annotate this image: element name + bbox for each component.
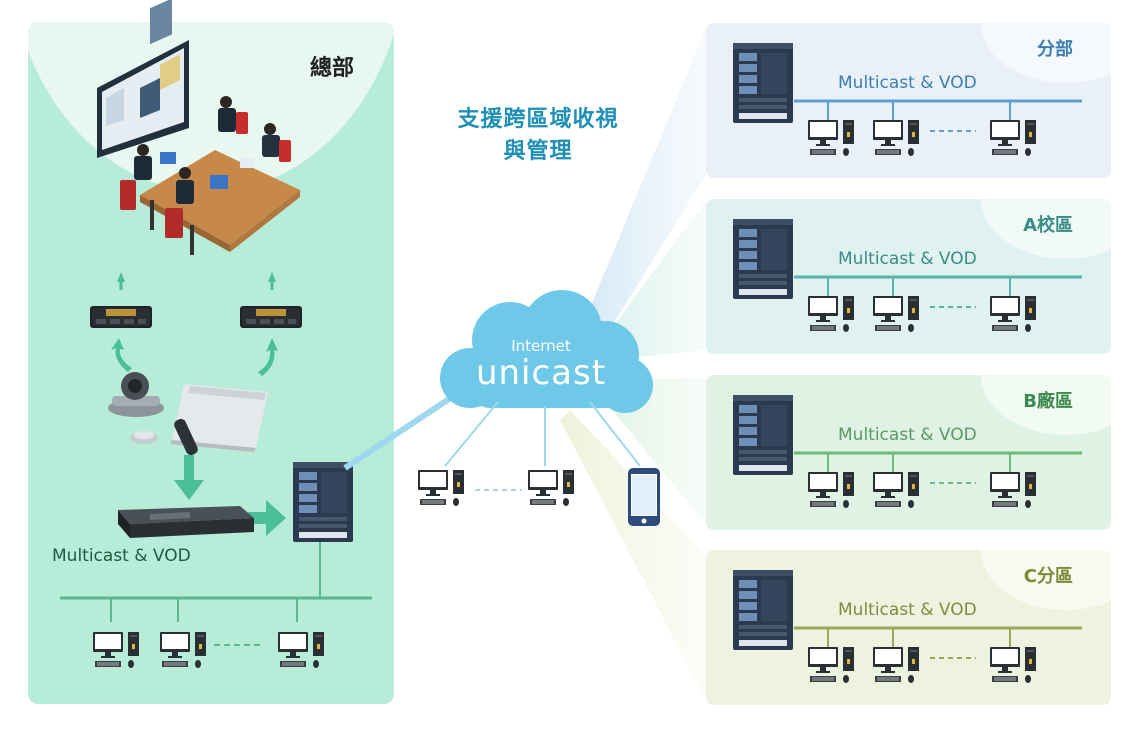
remote-pc xyxy=(528,470,574,506)
arrow-curve-icon xyxy=(111,338,132,372)
client-pc xyxy=(873,472,919,508)
site-title: A校區 xyxy=(1023,215,1073,236)
client-pc xyxy=(278,632,324,668)
internet-label: Internet xyxy=(511,337,571,355)
client-pc xyxy=(160,632,206,668)
site-multicast-label: Multicast & VOD xyxy=(838,73,977,93)
page-heading: 支援跨區域收視 與管理 xyxy=(438,104,638,168)
client-pc xyxy=(990,647,1036,683)
client-pc xyxy=(808,296,854,332)
site-multicast-label: Multicast & VOD xyxy=(838,249,977,269)
remote-control xyxy=(174,418,198,456)
unicast-label: unicast xyxy=(475,353,607,393)
beam-b-plant xyxy=(600,378,706,525)
site-server xyxy=(733,43,793,123)
site-title: B廠區 xyxy=(1023,391,1073,412)
site-title: C分區 xyxy=(1023,566,1073,587)
site-multicast-label: Multicast & VOD xyxy=(838,425,977,445)
cloud-icon xyxy=(440,290,653,413)
arrow-up-icon xyxy=(268,272,276,290)
video-wall xyxy=(97,0,189,158)
client-pc xyxy=(990,120,1036,156)
headquarters-panel: 總部 xyxy=(28,22,394,704)
client-pc xyxy=(808,647,854,683)
arrow-right-icon xyxy=(248,500,286,536)
heading-line-1: 支援跨區域收視 xyxy=(457,107,619,132)
client-pc xyxy=(990,296,1036,332)
site-title: 分部 xyxy=(1037,39,1073,60)
recorder xyxy=(118,506,254,538)
site-server xyxy=(733,570,793,650)
hdmi-encoder xyxy=(240,306,302,328)
arrow-up-icon xyxy=(117,272,125,290)
hq-title: 總部 xyxy=(309,56,354,81)
ptz-camera xyxy=(108,372,164,417)
beam-a-campus xyxy=(600,200,706,360)
hq-multicast-label: Multicast & VOD xyxy=(52,546,191,566)
client-pc xyxy=(873,647,919,683)
client-pc xyxy=(808,120,854,156)
video-codec xyxy=(170,384,268,452)
client-pc xyxy=(873,296,919,332)
site-server xyxy=(733,219,793,299)
hq-server xyxy=(293,462,353,542)
client-pc xyxy=(990,472,1036,508)
beam-c-area xyxy=(560,410,706,700)
site-server xyxy=(733,395,793,475)
arrow-curve-icon xyxy=(258,338,278,376)
hdmi-encoder xyxy=(90,306,152,328)
conference-table xyxy=(140,150,300,252)
remote-pc xyxy=(418,470,464,506)
heading-line-2: 與管理 xyxy=(503,139,573,164)
client-pc xyxy=(808,472,854,508)
hq-cloud-link xyxy=(343,392,457,471)
arrow-down-icon xyxy=(174,455,204,500)
beam-branch xyxy=(585,28,706,345)
client-pc xyxy=(873,120,919,156)
client-pc xyxy=(93,632,139,668)
touch-panel xyxy=(130,431,158,444)
mobile-device-icon xyxy=(628,468,660,526)
site-multicast-label: Multicast & VOD xyxy=(838,600,977,620)
hq-arrows xyxy=(111,272,286,536)
meeting-people xyxy=(120,96,291,255)
